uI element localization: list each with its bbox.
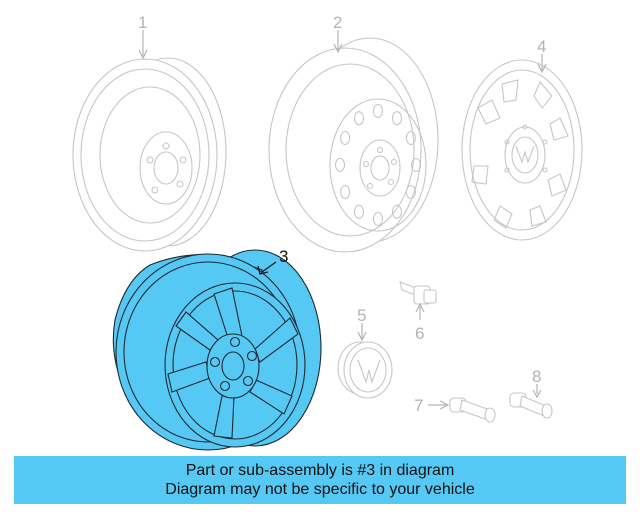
- vent-hole: [391, 204, 403, 219]
- arrow-5: [357, 331, 367, 342]
- banner-line-1: Part or sub-assembly is #3 in diagram: [185, 462, 455, 479]
- part-4-wheel-cover[interactable]: [461, 59, 583, 241]
- callout-4: 4: [537, 37, 546, 56]
- vent-hole: [340, 130, 351, 146]
- arrow-4: [537, 63, 547, 74]
- part-1-steel-wheel[interactable]: [72, 57, 227, 252]
- arrow-7: [439, 400, 450, 410]
- callout-1: 1: [138, 13, 147, 32]
- callout-8: 8: [532, 367, 541, 386]
- arrow-6: [415, 302, 425, 313]
- part-6-wheel-bolt[interactable]: [399, 281, 437, 305]
- vent-hole: [405, 184, 416, 200]
- callout-2: 2: [333, 13, 342, 32]
- parts-diagram: 1 2 3 4 5 6 7 8: [72, 13, 583, 451]
- vent-hole: [410, 157, 422, 173]
- vent-hole: [372, 103, 384, 119]
- vent-hole: [372, 211, 384, 227]
- vent-hole: [405, 130, 416, 146]
- part-3-alloy-wheel[interactable]: [112, 249, 322, 451]
- leader-3: [261, 261, 277, 273]
- callout-6: 6: [415, 324, 424, 343]
- vent-hole: [334, 157, 346, 173]
- banner-line-2: Diagram may not be specific to your vehi…: [165, 481, 475, 498]
- callout-3[interactable]: 3: [279, 247, 288, 266]
- part-8-valve-stem[interactable]: [509, 392, 553, 419]
- part-7-valve-stem[interactable]: [449, 397, 496, 423]
- arrow-1: [138, 49, 148, 60]
- vent-hole: [340, 184, 351, 200]
- arrow-8: [532, 389, 542, 399]
- callout-5: 5: [357, 306, 366, 325]
- arrow-2: [333, 43, 343, 54]
- part-5-center-cap[interactable]: [337, 341, 393, 399]
- vent-hole: [391, 111, 403, 126]
- arrow-3: [257, 265, 269, 275]
- part-2-steel-wheel[interactable]: [268, 37, 439, 253]
- vent-hole: [353, 204, 365, 219]
- callout-7: 7: [414, 396, 423, 415]
- vent-hole: [353, 111, 365, 126]
- info-banner: Part or sub-assembly is #3 in diagram Di…: [14, 456, 626, 504]
